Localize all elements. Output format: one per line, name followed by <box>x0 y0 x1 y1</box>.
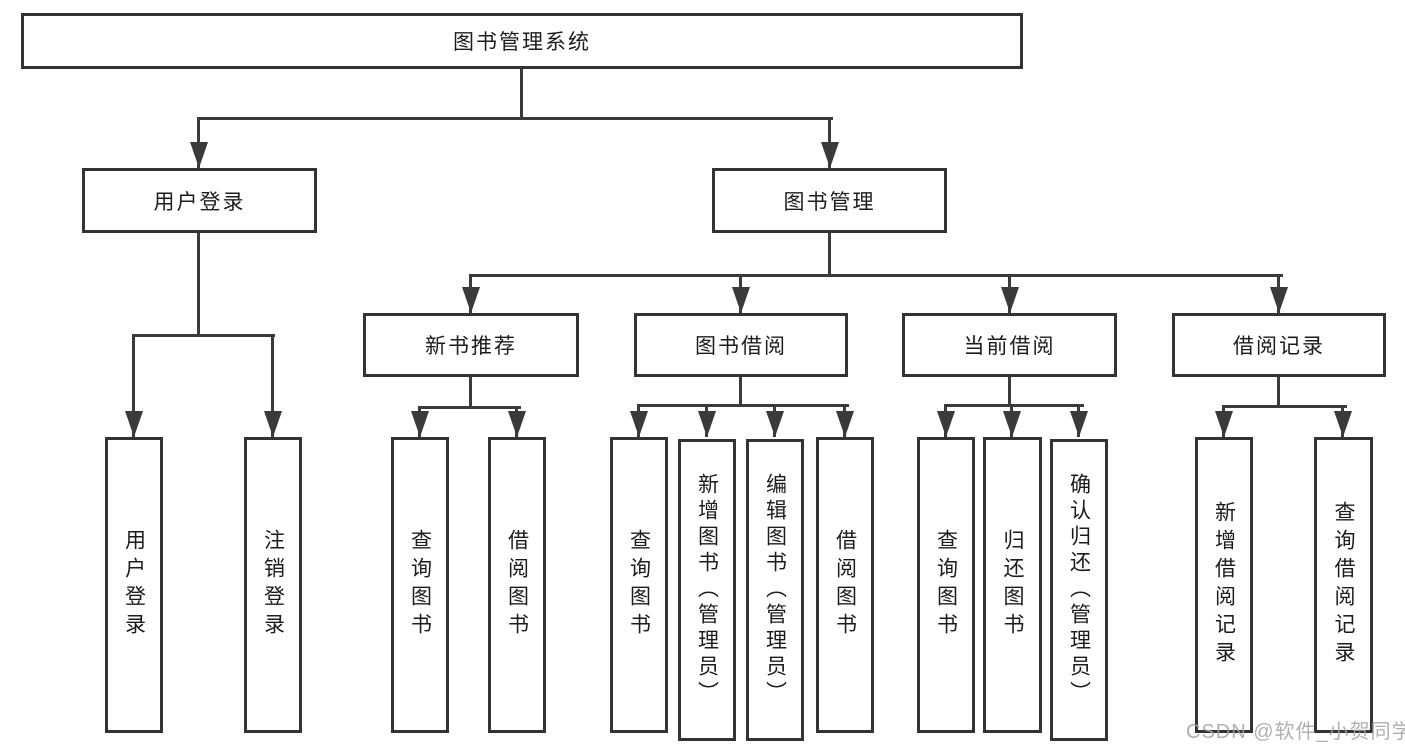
arrow-down-icon <box>1334 411 1352 437</box>
leaf-query-books-3-label: 查询图书 <box>934 529 958 641</box>
node-new-book-recommend-label: 新书推荐 <box>425 335 517 358</box>
connector-line <box>828 233 831 277</box>
node-new-book-recommend: 新书推荐 <box>363 313 579 377</box>
arrow-down-icon <box>264 411 282 437</box>
node-current-borrowing: 当前借阅 <box>902 313 1117 377</box>
csdn-watermark: CSDN @软件_小贺同学 <box>1186 721 1405 743</box>
connector-line <box>271 334 274 437</box>
leaf-query-books-2: 查询图书 <box>610 437 668 733</box>
arrow-down-icon <box>937 411 955 437</box>
connector-line <box>944 404 1084 407</box>
leaf-add-book-admin: 新增图书（管理员） <box>678 439 736 741</box>
node-book-borrowing-label: 图书借阅 <box>695 335 787 358</box>
leaf-query-books-1-label: 查询图书 <box>408 529 432 641</box>
arrow-down-icon <box>125 411 143 437</box>
arrow-down-icon <box>821 142 839 168</box>
leaf-borrow-books-2-label: 借阅图书 <box>833 529 857 641</box>
leaf-query-books-2-label: 查询图书 <box>627 529 651 641</box>
leaf-return-books: 归还图书 <box>983 437 1042 733</box>
connector-line <box>418 406 521 409</box>
arrow-down-icon <box>508 411 526 437</box>
connector-line <box>197 117 833 120</box>
connector-line <box>1008 377 1011 407</box>
node-borrowing-records: 借阅记录 <box>1172 313 1386 377</box>
leaf-logout: 注销登录 <box>244 437 302 733</box>
leaf-return-books-label: 归还图书 <box>1001 529 1024 641</box>
leaf-add-borrow-record: 新增借阅记录 <box>1195 437 1253 733</box>
connector-line <box>1222 405 1347 408</box>
connector-line <box>1277 377 1280 408</box>
arrow-down-icon <box>1070 411 1088 437</box>
connector-line <box>520 69 523 118</box>
leaf-user-login: 用户登录 <box>105 437 163 733</box>
node-root-label: 图书管理系统 <box>453 31 591 54</box>
arrow-down-icon <box>1215 411 1233 437</box>
leaf-borrow-books-1: 借阅图书 <box>488 437 546 733</box>
connector-line <box>132 334 135 437</box>
arrow-down-icon <box>630 411 648 437</box>
leaf-edit-book-admin: 编辑图书（管理员） <box>746 439 804 741</box>
node-book-borrowing: 图书借阅 <box>634 313 848 377</box>
arrow-down-icon <box>698 411 716 437</box>
arrow-down-icon <box>190 142 208 168</box>
node-root: 图书管理系统 <box>21 13 1023 69</box>
leaf-query-books-3: 查询图书 <box>917 437 975 733</box>
node-user-login-label: 用户登录 <box>153 190 246 214</box>
node-book-management: 图书管理 <box>712 168 947 233</box>
leaf-confirm-return-admin-label: 确认归还（管理员） <box>1067 473 1091 707</box>
arrow-down-icon <box>836 411 854 437</box>
leaf-borrow-books-1-label: 借阅图书 <box>505 529 529 641</box>
connector-line <box>637 404 849 407</box>
arrow-down-icon <box>732 287 750 313</box>
arrow-down-icon <box>1270 287 1288 313</box>
arrow-down-icon <box>462 287 480 313</box>
leaf-query-borrow-record-label: 查询借阅记录 <box>1332 501 1355 669</box>
arrow-down-icon <box>411 411 429 437</box>
connector-line <box>132 334 275 337</box>
connector-line <box>197 233 200 337</box>
leaf-user-login-label: 用户登录 <box>122 529 146 641</box>
leaf-query-borrow-record: 查询借阅记录 <box>1314 437 1373 733</box>
arrow-down-icon <box>1003 411 1021 437</box>
leaf-borrow-books-2: 借阅图书 <box>816 437 874 733</box>
leaf-edit-book-admin-label: 编辑图书（管理员） <box>763 473 787 707</box>
leaf-confirm-return-admin: 确认归还（管理员） <box>1050 439 1108 741</box>
leaf-add-book-admin-label: 新增图书（管理员） <box>695 473 719 707</box>
node-book-management-label: 图书管理 <box>783 190 876 214</box>
leaf-add-borrow-record-label: 新增借阅记录 <box>1212 501 1236 669</box>
connector-line <box>469 274 1283 277</box>
connector-line <box>469 377 472 409</box>
connector-line <box>739 377 742 407</box>
node-user-login: 用户登录 <box>82 168 317 233</box>
arrow-down-icon <box>766 411 784 437</box>
node-current-borrowing-label: 当前借阅 <box>963 335 1056 358</box>
leaf-query-books-1: 查询图书 <box>391 437 449 733</box>
node-borrowing-records-label: 借阅记录 <box>1233 335 1325 358</box>
arrow-down-icon <box>1001 287 1019 313</box>
leaf-logout-label: 注销登录 <box>261 529 285 641</box>
